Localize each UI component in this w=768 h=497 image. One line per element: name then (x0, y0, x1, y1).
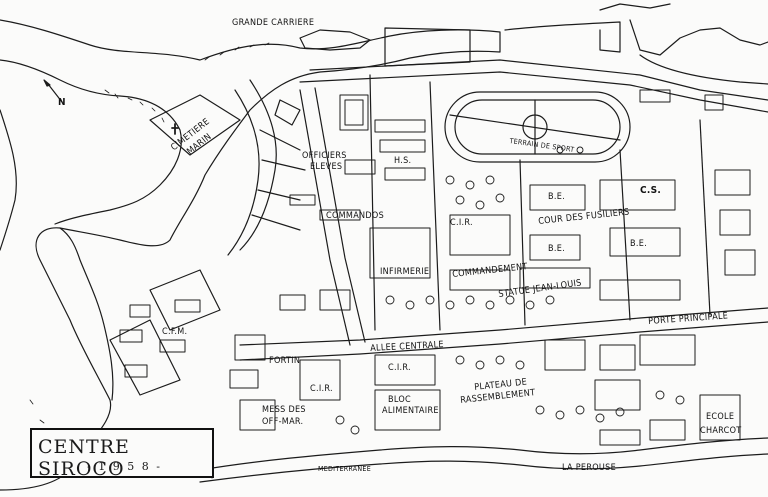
label-cir-3: C.I.R. (388, 363, 411, 373)
label-cs: C.S. (640, 185, 662, 196)
label-mediterranee: MEDITERRANEE (318, 465, 371, 473)
label-cfm: C.F.M. (162, 327, 188, 337)
label-officiers: OFFICIERS (302, 151, 347, 161)
label-fortin: FORTIN (269, 356, 301, 366)
label-be-1: B.E. (548, 192, 566, 202)
buildings (119, 89, 756, 446)
perimeter-wall (309, 59, 768, 101)
sports-track (444, 91, 631, 163)
label-la-perouse: LA PEROUSE (562, 463, 617, 473)
cemetery (149, 94, 241, 156)
label-hs: H.S. (394, 156, 412, 166)
allee-centrale (239, 307, 768, 346)
label-be-2: B.E. (548, 244, 566, 254)
map-title: CENTRE SIROCO (38, 436, 130, 480)
coastline (0, 19, 501, 491)
label-cir-1: C.I.R. (450, 218, 473, 228)
label-offmar: OFF-MAR. (262, 417, 304, 427)
south-coast (199, 437, 768, 471)
label-grande-carriere: GRANDE CARRIERE (232, 18, 315, 28)
label-eleves: ELEVES (310, 162, 343, 172)
label-mess: MESS DES (262, 405, 306, 415)
north-label: N (58, 97, 66, 108)
label-commandos: COMMANDOS (326, 211, 385, 221)
label-charcot: CHARCOT (700, 426, 742, 436)
label-infirmerie: INFIRMERIE (380, 267, 430, 277)
map-year: - 1 9 5 8 - (87, 460, 162, 473)
title-cartouche: CENTRE SIROCO - 1 9 5 8 - (30, 428, 214, 480)
label-bloc: BLOC (388, 395, 411, 405)
label-cir-2: C.I.R. (310, 384, 333, 394)
label-ecole: ECOLE (706, 412, 735, 422)
label-alimentaire: ALIMENTAIRE (382, 406, 439, 416)
label-be-3: B.E. (630, 239, 648, 249)
north-arrow (47, 83, 63, 103)
trees (335, 146, 685, 435)
